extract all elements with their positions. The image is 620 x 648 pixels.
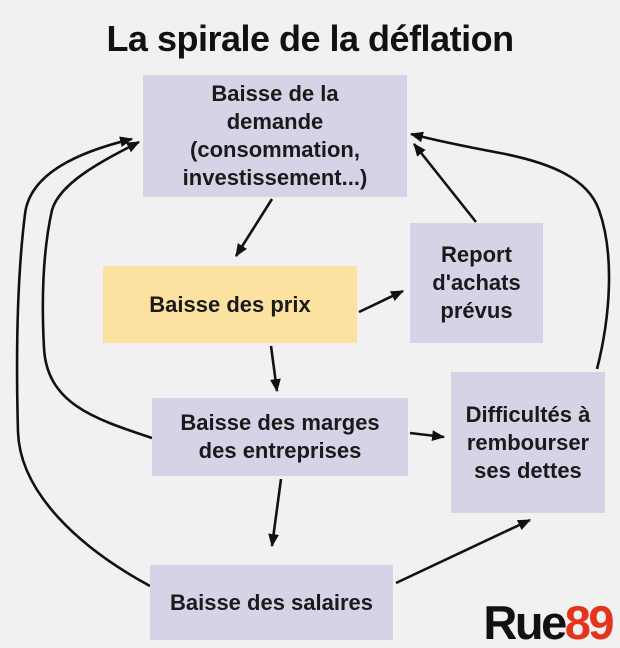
rue89-logo-89: 89	[564, 596, 615, 648]
node-report-achats: Report d'achats prévus	[410, 223, 543, 343]
arrow-marges-to-difficultes	[409, 430, 446, 441]
node-baisse-marges: Baisse des marges des entreprises	[152, 398, 408, 476]
arrow-salaires-to-demande	[15, 136, 151, 588]
node-baisse-demande: Baisse de la demande (consommation, inve…	[143, 75, 407, 197]
arrow-marges-to-salaires	[268, 478, 283, 548]
arrow-prix-to-report	[358, 289, 404, 314]
node-report-achats-label: Report d'achats prévus	[432, 242, 521, 323]
node-baisse-prix-label: Baisse des prix	[149, 291, 311, 317]
arrow-report-to-demande	[412, 143, 478, 223]
arrow-salaires-to-difficultes	[395, 518, 531, 585]
node-difficultes-dettes: Difficultés à rembourser ses dettes	[451, 372, 605, 513]
rue89-logo-rue: Rue	[483, 596, 567, 648]
arrow-difficultes-to-demande	[409, 131, 611, 370]
arrow-marges-to-demande	[41, 140, 153, 440]
rue89-logo: Rue89	[483, 596, 615, 648]
node-baisse-marges-label: Baisse des marges des entreprises	[180, 410, 380, 463]
arrow-demande-to-prix	[234, 198, 274, 257]
node-difficultes-dettes-label: Difficultés à rembourser ses dettes	[465, 401, 591, 483]
arrow-prix-to-marges	[269, 345, 281, 393]
node-baisse-salaires: Baisse des salaires	[150, 565, 393, 640]
node-baisse-demande-label: Baisse de la demande (consommation, inve…	[182, 81, 368, 190]
page-title: La spirale de la déflation	[106, 18, 514, 59]
node-baisse-salaires-label: Baisse des salaires	[169, 589, 374, 615]
node-baisse-prix: Baisse des prix	[103, 266, 357, 343]
